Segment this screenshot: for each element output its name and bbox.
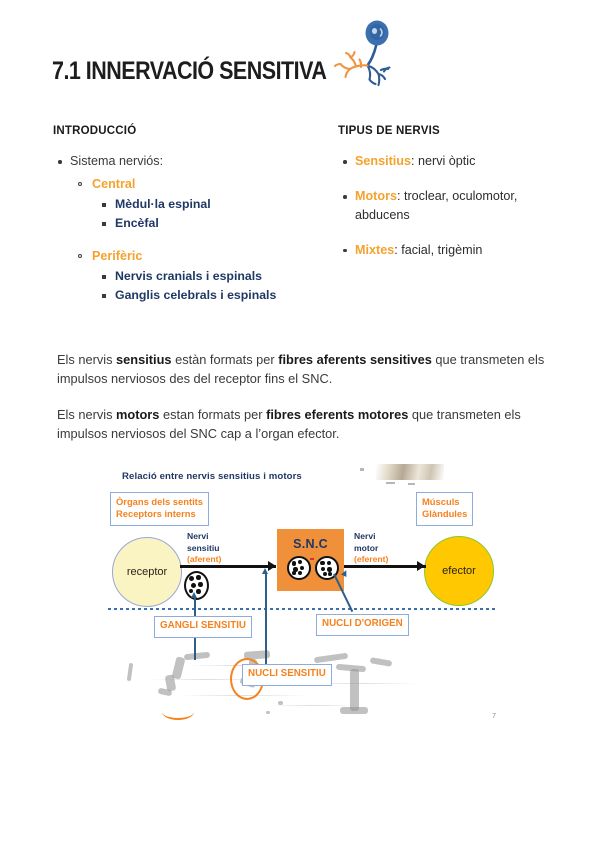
- list-item-sensitius: Sensitius: nervi òptic: [338, 152, 568, 170]
- leader-line-ganglion-lower: [194, 638, 196, 660]
- label-line-1: Músculs: [422, 496, 460, 507]
- slide-number: 7: [492, 713, 496, 720]
- heading-tipus-de-nervis: TIPUS DE NERVIS: [338, 125, 440, 137]
- page-title: 7.1 INNERVACIÓ SENSITIVA: [52, 56, 327, 85]
- nerve-type-separator: :: [411, 154, 418, 168]
- nucleus-sensory-icon: [287, 556, 311, 580]
- sepia-speck: [386, 482, 395, 484]
- nerve-type-separator: :: [396, 189, 404, 204]
- nerve-type-keyword: Motors: [355, 189, 397, 204]
- label-box-musculs-glandules: Músculs Glàndules: [416, 492, 474, 526]
- label-nervi-motor: Nervi motor (eferent): [354, 531, 388, 566]
- label-line-1: Nervi: [354, 531, 376, 541]
- paragraph-text: Els nervis: [57, 407, 117, 422]
- list-item-label: Perifèric: [92, 248, 143, 263]
- sepia-image-fragment: [376, 464, 444, 480]
- node-label: S.N.C: [293, 537, 328, 551]
- list-item-periferic: Perifèric Nervis cranials i espinals Gan…: [70, 247, 323, 306]
- node-receptor: receptor: [112, 537, 182, 607]
- paragraph-text: que transmeten els impulsos nerviosos de…: [57, 352, 545, 387]
- leader-arrow-icon: [262, 568, 268, 574]
- leader-arrow-icon: [191, 592, 197, 598]
- label-box-gangli-sensitiu: GANGLI SENSITIU: [154, 616, 253, 638]
- list-level-2: Central Mèdul·la espinal Encèfal Perifèr…: [70, 175, 323, 305]
- paragraph-text: estan formats per: [159, 407, 267, 422]
- axon-line-afferent: [180, 565, 276, 568]
- paragraph-text: Els nervis: [57, 352, 117, 367]
- label-line-2: motor: [354, 542, 379, 553]
- list-item-mixtes: Mixtes: facial, trigèmin: [338, 241, 568, 259]
- label-line-2: sensitiu: [187, 542, 220, 553]
- label-line-2: Receptors interns: [116, 508, 196, 520]
- nerve-type-detail: troclear, oculomotor, abducens: [355, 189, 518, 222]
- label-line-1: Òrgans dels sentits: [116, 496, 204, 507]
- paragraph-text: que transmeten els impulsos nerviosos de…: [57, 407, 521, 442]
- paragraph-text: estàn formats per: [171, 352, 279, 367]
- list-item: Encèfal: [92, 214, 323, 233]
- list-level-3-central: Mèdul·la espinal Encèfal: [92, 195, 323, 233]
- list-item: Mèdul·la espinal: [92, 195, 323, 214]
- diagram-title: Relació entre nervis sensitius i motors: [122, 471, 302, 482]
- nerve-type-separator: :: [394, 242, 402, 257]
- list-level-3-periferic: Nervis cranials i espinals Ganglis celeb…: [92, 267, 323, 305]
- label-box-nucli-origen: NUCLI D'ORIGEN: [316, 614, 409, 636]
- paragraph-emphasis: sensitius: [116, 352, 172, 367]
- red-marker: [310, 558, 314, 560]
- paragraph-emphasis: fibres eferents motores: [266, 407, 409, 422]
- nerve-type-detail: facial, trigèmin: [401, 242, 483, 257]
- highlight-hook: [162, 704, 194, 720]
- node-efector: efector: [424, 536, 494, 606]
- sepia-speck: [408, 483, 415, 485]
- list-item: Ganglis celebrals i espinals: [92, 286, 323, 305]
- list-item-sistema-nervios: Sistema nerviós: Central Mèdul·la espina…: [53, 152, 323, 305]
- nerve-types-list: Sensitius: nervi òptic Motors: troclear,…: [338, 152, 568, 259]
- nerve-type-keyword: Sensitius: [355, 154, 411, 168]
- arrow-head-afferent-icon: [268, 561, 276, 571]
- heading-introduccio: INTRODUCCIÓ: [53, 125, 137, 137]
- arrow-head-efferent-icon: [417, 561, 425, 571]
- list-item-motors: Motors: troclear, oculomotor, abducens: [338, 187, 568, 224]
- label-box-organs-receptors: Òrgans dels sentits Receptors interns: [110, 492, 210, 526]
- label-line-1: Nervi: [187, 531, 209, 541]
- paragraph-emphasis: fibres aferents sensitives: [278, 352, 432, 367]
- list-level-1: Sistema nerviós: Central Mèdul·la espina…: [53, 152, 323, 305]
- introduccio-list: Sistema nerviós: Central Mèdul·la espina…: [53, 152, 323, 307]
- title-row: 7.1 INNERVACIÓ SENSITIVA: [52, 36, 452, 106]
- dotted-divider: [108, 608, 496, 610]
- node-label: efector: [442, 565, 476, 577]
- paragraph-emphasis: motors: [116, 407, 160, 422]
- label-nervi-sensitiu: Nervi sensitiu (aferent): [187, 531, 221, 566]
- node-label: receptor: [126, 566, 168, 578]
- paragraph-sensory: Els nervis sensitius estàn formats per f…: [57, 350, 549, 389]
- leader-line-ganglion: [194, 596, 196, 620]
- label-line-2: Glàndules: [422, 508, 468, 520]
- nerve-type-detail: nervi òptic: [418, 154, 476, 168]
- tipus-de-nervis-list: Sensitius: nervi òptic Motors: troclear,…: [338, 152, 568, 276]
- list-item: Nervis cranials i espinals: [92, 267, 323, 286]
- list-item-label: Central: [92, 176, 136, 191]
- list-spacer: [70, 234, 323, 247]
- list-item-label: Sistema nerviós:: [70, 154, 164, 168]
- axon-line-efferent: [344, 565, 426, 568]
- sepia-speck: [360, 468, 364, 471]
- label-paren: (eferent): [354, 554, 389, 565]
- list-item-central: Central Mèdul·la espinal Encèfal: [70, 175, 323, 234]
- diagram-nerve-relation: Relació entre nervis sensitius i motors …: [104, 464, 500, 724]
- paragraph-motor: Els nervis motors estan formats per fibr…: [57, 405, 549, 444]
- nerve-type-keyword: Mixtes: [355, 242, 395, 257]
- label-paren: (aferent): [187, 554, 222, 565]
- label-box-nucli-sensitiu: NUCLI SENSITIU: [242, 664, 332, 686]
- neuron-icon: [333, 20, 391, 87]
- leader-line-nucli-sensitiu: [265, 572, 267, 666]
